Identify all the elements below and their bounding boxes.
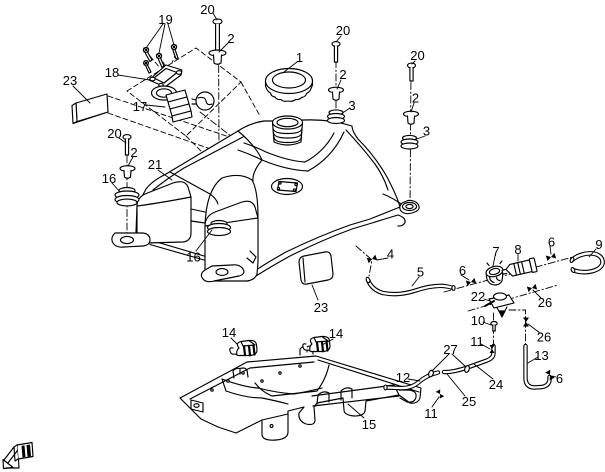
svg-text:6: 6 xyxy=(556,371,563,386)
svg-text:20: 20 xyxy=(410,48,424,63)
svg-text:18: 18 xyxy=(105,65,119,80)
svg-text:6: 6 xyxy=(459,263,466,278)
svg-text:21: 21 xyxy=(148,157,162,172)
svg-text:1: 1 xyxy=(296,50,303,65)
svg-text:15: 15 xyxy=(362,417,376,432)
svg-text:10: 10 xyxy=(471,313,485,328)
svg-text:12: 12 xyxy=(396,370,410,385)
svg-text:16: 16 xyxy=(102,171,116,186)
svg-text:2: 2 xyxy=(227,31,234,46)
svg-text:20: 20 xyxy=(107,126,121,141)
svg-text:5: 5 xyxy=(417,265,424,280)
svg-text:23: 23 xyxy=(63,73,77,88)
svg-text:20: 20 xyxy=(200,2,214,17)
svg-text:8: 8 xyxy=(514,242,521,257)
svg-text:2: 2 xyxy=(339,67,346,82)
svg-text:11: 11 xyxy=(470,334,484,349)
svg-text:14: 14 xyxy=(222,325,236,340)
svg-text:16: 16 xyxy=(186,250,200,265)
svg-text:17: 17 xyxy=(133,99,147,114)
svg-text:9: 9 xyxy=(595,237,602,252)
svg-text:26: 26 xyxy=(537,330,551,345)
svg-text:22: 22 xyxy=(471,289,485,304)
svg-text:7: 7 xyxy=(492,244,499,259)
svg-text:27: 27 xyxy=(443,342,457,357)
svg-text:2: 2 xyxy=(412,91,419,106)
svg-text:3: 3 xyxy=(348,98,355,113)
svg-text:11: 11 xyxy=(424,406,438,421)
svg-text:26: 26 xyxy=(538,295,552,310)
svg-text:20: 20 xyxy=(336,23,350,38)
svg-text:25: 25 xyxy=(462,394,476,409)
svg-text:4: 4 xyxy=(387,247,394,262)
svg-text:19: 19 xyxy=(158,12,172,27)
svg-text:24: 24 xyxy=(489,377,503,392)
svg-text:2: 2 xyxy=(130,145,137,160)
svg-text:3: 3 xyxy=(423,124,430,139)
svg-text:13: 13 xyxy=(534,348,548,363)
svg-text:14: 14 xyxy=(329,326,343,341)
svg-text:6: 6 xyxy=(548,235,555,250)
svg-text:23: 23 xyxy=(314,300,328,315)
